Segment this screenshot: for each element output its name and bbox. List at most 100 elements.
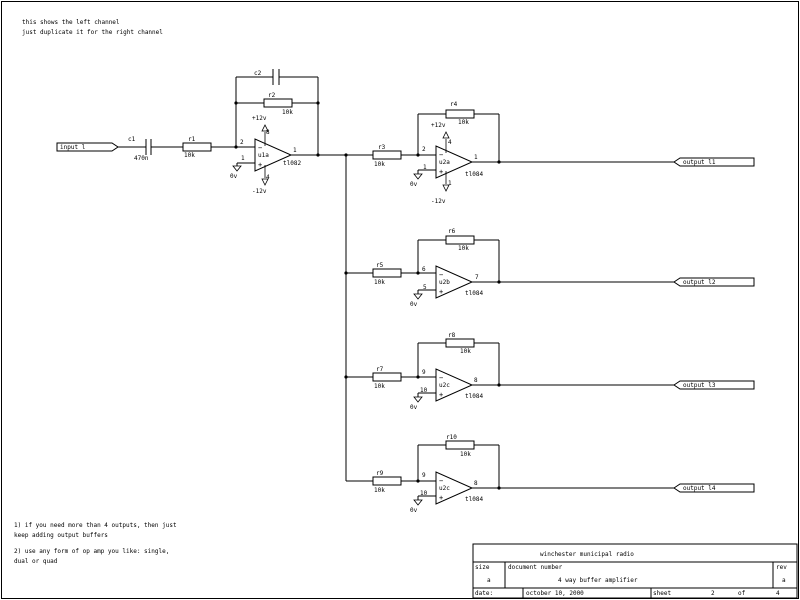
output-port-l1-label: output l1 [683,159,716,166]
note-top-line-2: just duplicate it for the right channel [22,29,163,36]
r10-ref: r10 [446,434,457,441]
tb-company: winchester municipal radio [540,551,634,558]
resistor-r4[interactable]: r4 10k [445,101,475,126]
svg-text:+: + [258,161,262,169]
resistor-r9[interactable]: r9 10k [372,470,402,494]
u2a-vp: +12v [431,122,446,129]
u2c2-pin-plus: 10 [420,490,428,497]
u2c1-part: tl084 [465,393,483,400]
svg-text:−: − [439,477,443,485]
svg-text:−: − [439,374,443,382]
tb-title: 4 way buffer amplifier [558,577,638,584]
r9-value: 10k [374,487,385,494]
r8-ref: r8 [448,332,456,339]
u1a-pin-vp: 8 [266,129,270,136]
u2c2-pin-out: 8 [474,480,478,487]
r1-value: 10k [184,152,195,159]
svg-text:+: + [439,391,443,399]
opamp-u2c-2[interactable]: − + u2c tl084 9 10 8 [420,471,483,505]
resistor-r6[interactable]: r6 10k [445,228,475,252]
output-port-l1[interactable]: output l1 [673,157,755,167]
svg-text:+: + [439,168,443,176]
opamp-u2b[interactable]: − + u2b tl084 6 5 7 [422,265,483,299]
u1a-ref: u1a [258,152,269,159]
u2a-ref: u2a [439,159,450,166]
tb-docnum-label: document number [508,564,563,571]
u1a-pin-plus: 1 [241,155,245,162]
u1a-vp: +12v [252,115,267,122]
r5-value: 10k [374,279,385,286]
r5-ref: r5 [376,262,384,269]
u2c1-pin-out: 8 [474,377,478,384]
u2b-pin-minus: 6 [422,266,426,273]
r3-ref: r3 [378,144,386,151]
tb-date-value: october 10, 2000 [526,590,584,597]
opamp-u2a[interactable]: − + u2a tl084 2 1 1 4 1 +12v -12v [422,122,483,205]
u2c1-ref: u2c [439,382,450,389]
resistor-r2[interactable]: r2 10k [263,92,293,116]
output-port-l4-label: output l4 [683,485,716,492]
svg-text:+: + [439,288,443,296]
tb-rev-label: rev [776,564,787,571]
opamp-u1a[interactable]: − + u1a tl082 2 1 1 8 4 +12v -12v [240,115,301,195]
resistor-r7[interactable]: r7 10k [372,366,402,390]
r9-ref: r9 [376,470,384,477]
r4-value: 10k [458,119,469,126]
tb-sheet-value: 2 [711,590,715,597]
svg-text:+: + [439,494,443,502]
r10-value: 10k [460,451,471,458]
title-block: winchester municipal radio size a docume… [472,543,798,599]
u2c2-ref: u2c [439,485,450,492]
u2b-pin-plus: 5 [423,284,427,291]
r7-value: 10k [374,383,385,390]
ground-u2a: 0v [410,173,423,188]
tb-sheet-label: sheet [653,590,671,597]
tb-size-value: a [487,577,491,584]
svg-text:−: − [258,144,262,152]
r4-ref: r4 [450,101,458,108]
capacitor-c1[interactable]: c1 470n [128,136,152,162]
note-1-line-2: keep adding output buffers [14,532,108,539]
ground-u2b: 0v [410,293,423,308]
u2a-vn: -12v [431,198,446,205]
u2b-ref: u2b [439,279,450,286]
resistor-r1[interactable]: r1 10k [182,136,212,159]
resistor-r3[interactable]: r3 10k [372,144,402,168]
resistor-r5[interactable]: r5 10k [372,262,402,286]
tb-of-label: of [738,590,746,597]
u1a-pin-minus: 2 [240,139,244,146]
output-port-l2[interactable]: output l2 [673,277,755,287]
c2-ref: c2 [254,70,262,77]
svg-text:0v: 0v [230,173,238,180]
u2a-pin-out: 1 [474,154,478,161]
resistor-r10[interactable]: r10 10k [445,434,475,458]
capacitor-c2[interactable]: c2 [254,69,280,85]
input-port[interactable]: input l [56,142,119,152]
ground-u2c-1: 0v [410,396,423,411]
note-1-line-1: 1) if you need more than 4 outputs, then… [14,522,177,529]
svg-text:0v: 0v [410,507,418,514]
u1a-vn: -12v [252,188,267,195]
tb-of-value: 4 [776,590,780,597]
output-port-l4[interactable]: output l4 [673,483,755,493]
note-2-line-1: 2) use any form of op amp you like: sing… [14,548,169,555]
ground-u1a: 0v [230,165,242,180]
u1a-part: tl082 [283,160,301,167]
output-port-l3-label: output l3 [683,382,716,389]
r2-value: 10k [282,109,293,116]
note-top-line-1: this shows the left channel [22,19,120,26]
r6-ref: r6 [448,228,456,235]
svg-text:0v: 0v [410,404,418,411]
output-port-l3[interactable]: output l3 [673,380,755,390]
opamp-u2c-1[interactable]: − + u2c tl084 9 10 8 [420,368,483,402]
u2c1-pin-plus: 10 [420,387,428,394]
r7-ref: r7 [376,366,384,373]
svg-text:−: − [439,151,443,159]
tb-date-label: date: [475,590,493,597]
bottom-notes: 1) if you need more than 4 outputs, then… [14,522,177,565]
u2a-pin-vp: 4 [448,139,452,146]
resistor-r8[interactable]: r8 10k [445,332,475,355]
input-port-label: input l [60,144,86,151]
svg-text:0v: 0v [410,301,418,308]
